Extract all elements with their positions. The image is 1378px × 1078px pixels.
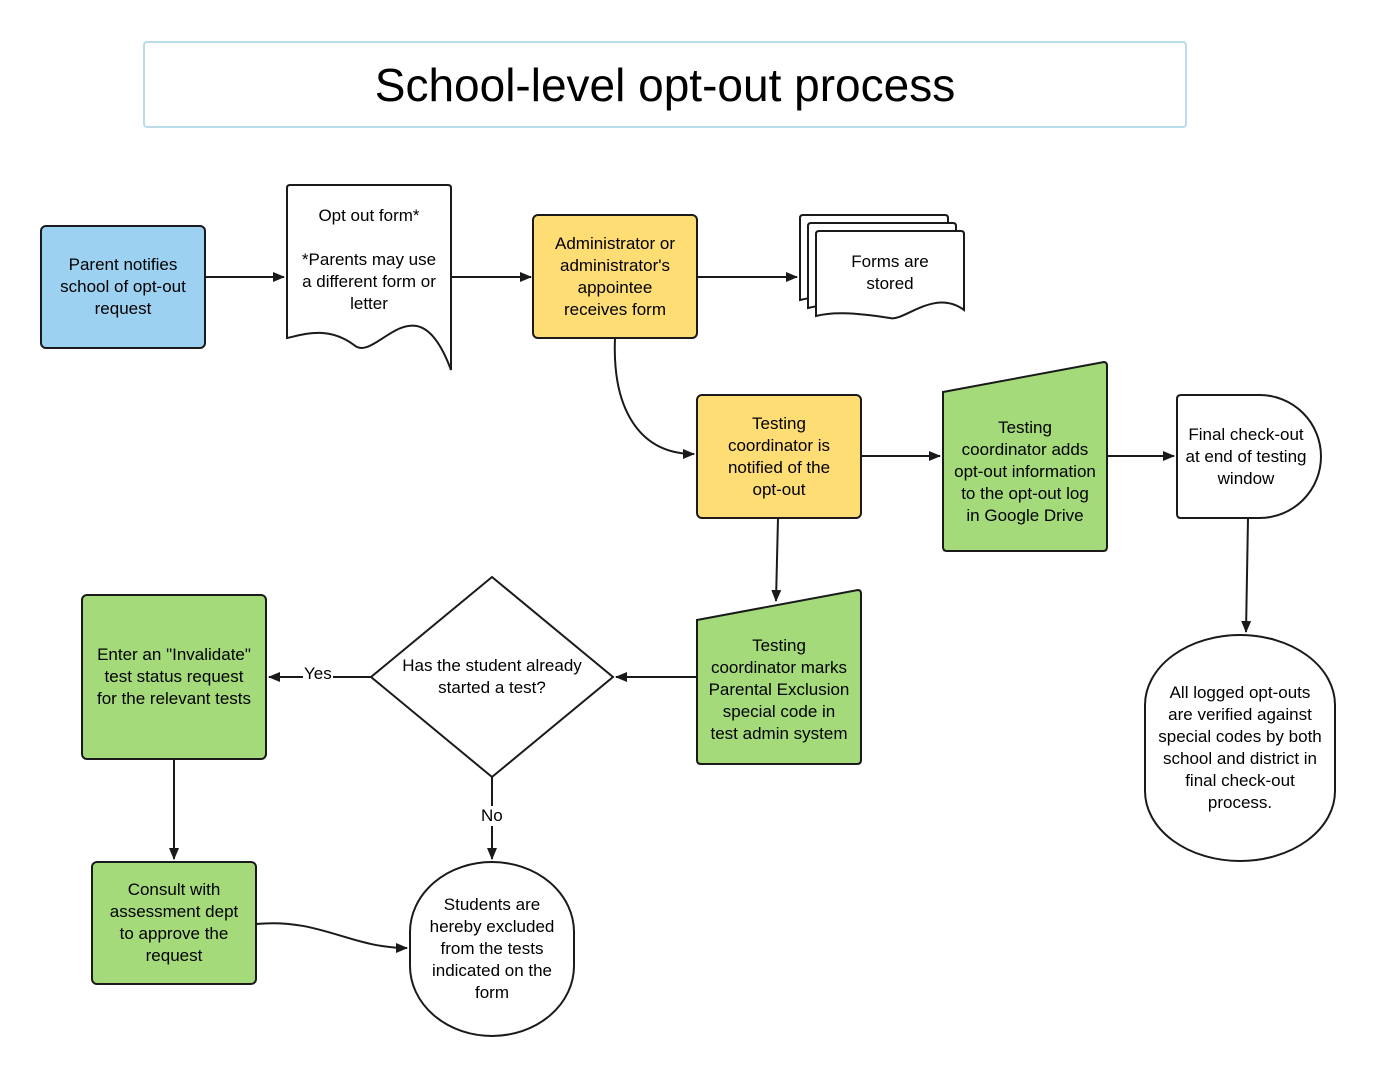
nodes-layer — [40, 184, 1336, 1037]
node-students-excluded — [409, 861, 575, 1037]
node-coordinator-notified — [696, 394, 862, 519]
node-label-opt-out-form: Opt out form* *Parents may use a differe… — [301, 206, 437, 313]
node-shape-coordinator-notified — [696, 394, 862, 519]
node-shape-forms-stored-page-3 — [815, 230, 965, 320]
node-label-coordinator-marks: Testing coordinator marks Parental Exclu… — [708, 636, 850, 743]
node-coordinator-marks — [696, 588, 862, 765]
edge-label-no: No — [480, 806, 504, 826]
node-label-decision-started: Has the student already started a test? — [402, 656, 582, 697]
node-shape-logged-verified — [1144, 634, 1336, 862]
edge-label-yes: Yes — [303, 664, 333, 684]
node-shape-consult-assessment — [91, 861, 257, 985]
node-label-forms-stored: Forms are stored — [851, 252, 929, 293]
node-shape-coordinator-adds — [942, 360, 1108, 552]
node-shape-admin-receives — [532, 214, 698, 339]
node-label-final-checkout: Final check-out at end of testing window — [1185, 424, 1307, 488]
node-label-invalidate-request: Enter an "Invalidate" test status reques… — [96, 645, 252, 708]
node-label-students-excluded: Students are hereby excluded from the te… — [429, 895, 555, 1002]
node-final-checkout — [1176, 394, 1322, 519]
node-shape-opt-out-form — [286, 184, 452, 371]
node-label-admin-receives: Administrator or administrator's appoint… — [555, 233, 675, 319]
edge-consult-assessment-to-students-excluded — [255, 922, 408, 953]
node-label-coordinator-notified: Testing coordinator is notified of the o… — [727, 413, 831, 499]
edge-coordinator-notified-to-coordinator-marks — [771, 517, 782, 602]
node-label-consult-assessment: Consult with assessment dept to approve … — [109, 880, 239, 965]
node-label-logged-verified: All logged opt-outs are verified against… — [1158, 683, 1322, 812]
node-opt-out-form — [286, 184, 452, 371]
node-label-coordinator-adds: Testing coordinator adds opt-out informa… — [954, 418, 1096, 525]
node-parent-notifies — [40, 225, 206, 349]
diagram-title: School-level opt-out process — [374, 58, 956, 111]
diagram-title-box: School-level opt-out process — [143, 41, 1187, 128]
node-shape-coordinator-marks — [696, 588, 862, 765]
node-label-parent-notifies: Parent notifies school of opt-out reques… — [60, 255, 186, 318]
node-logged-verified — [1144, 634, 1336, 862]
node-coordinator-adds — [942, 360, 1108, 552]
edge-admin-receives-to-coordinator-notified — [613, 337, 695, 459]
node-forms-stored — [799, 214, 965, 320]
edge-final-checkout-to-logged-verified — [1241, 517, 1252, 633]
node-shape-parent-notifies — [40, 225, 206, 349]
node-shape-invalidate-request — [81, 594, 267, 760]
node-admin-receives — [532, 214, 698, 339]
node-shape-students-excluded — [409, 861, 575, 1037]
node-invalidate-request — [81, 594, 267, 760]
node-decision-started — [369, 575, 615, 779]
node-shape-final-checkout — [1176, 394, 1322, 519]
node-shape-decision-started — [369, 575, 615, 779]
node-consult-assessment — [91, 861, 257, 985]
